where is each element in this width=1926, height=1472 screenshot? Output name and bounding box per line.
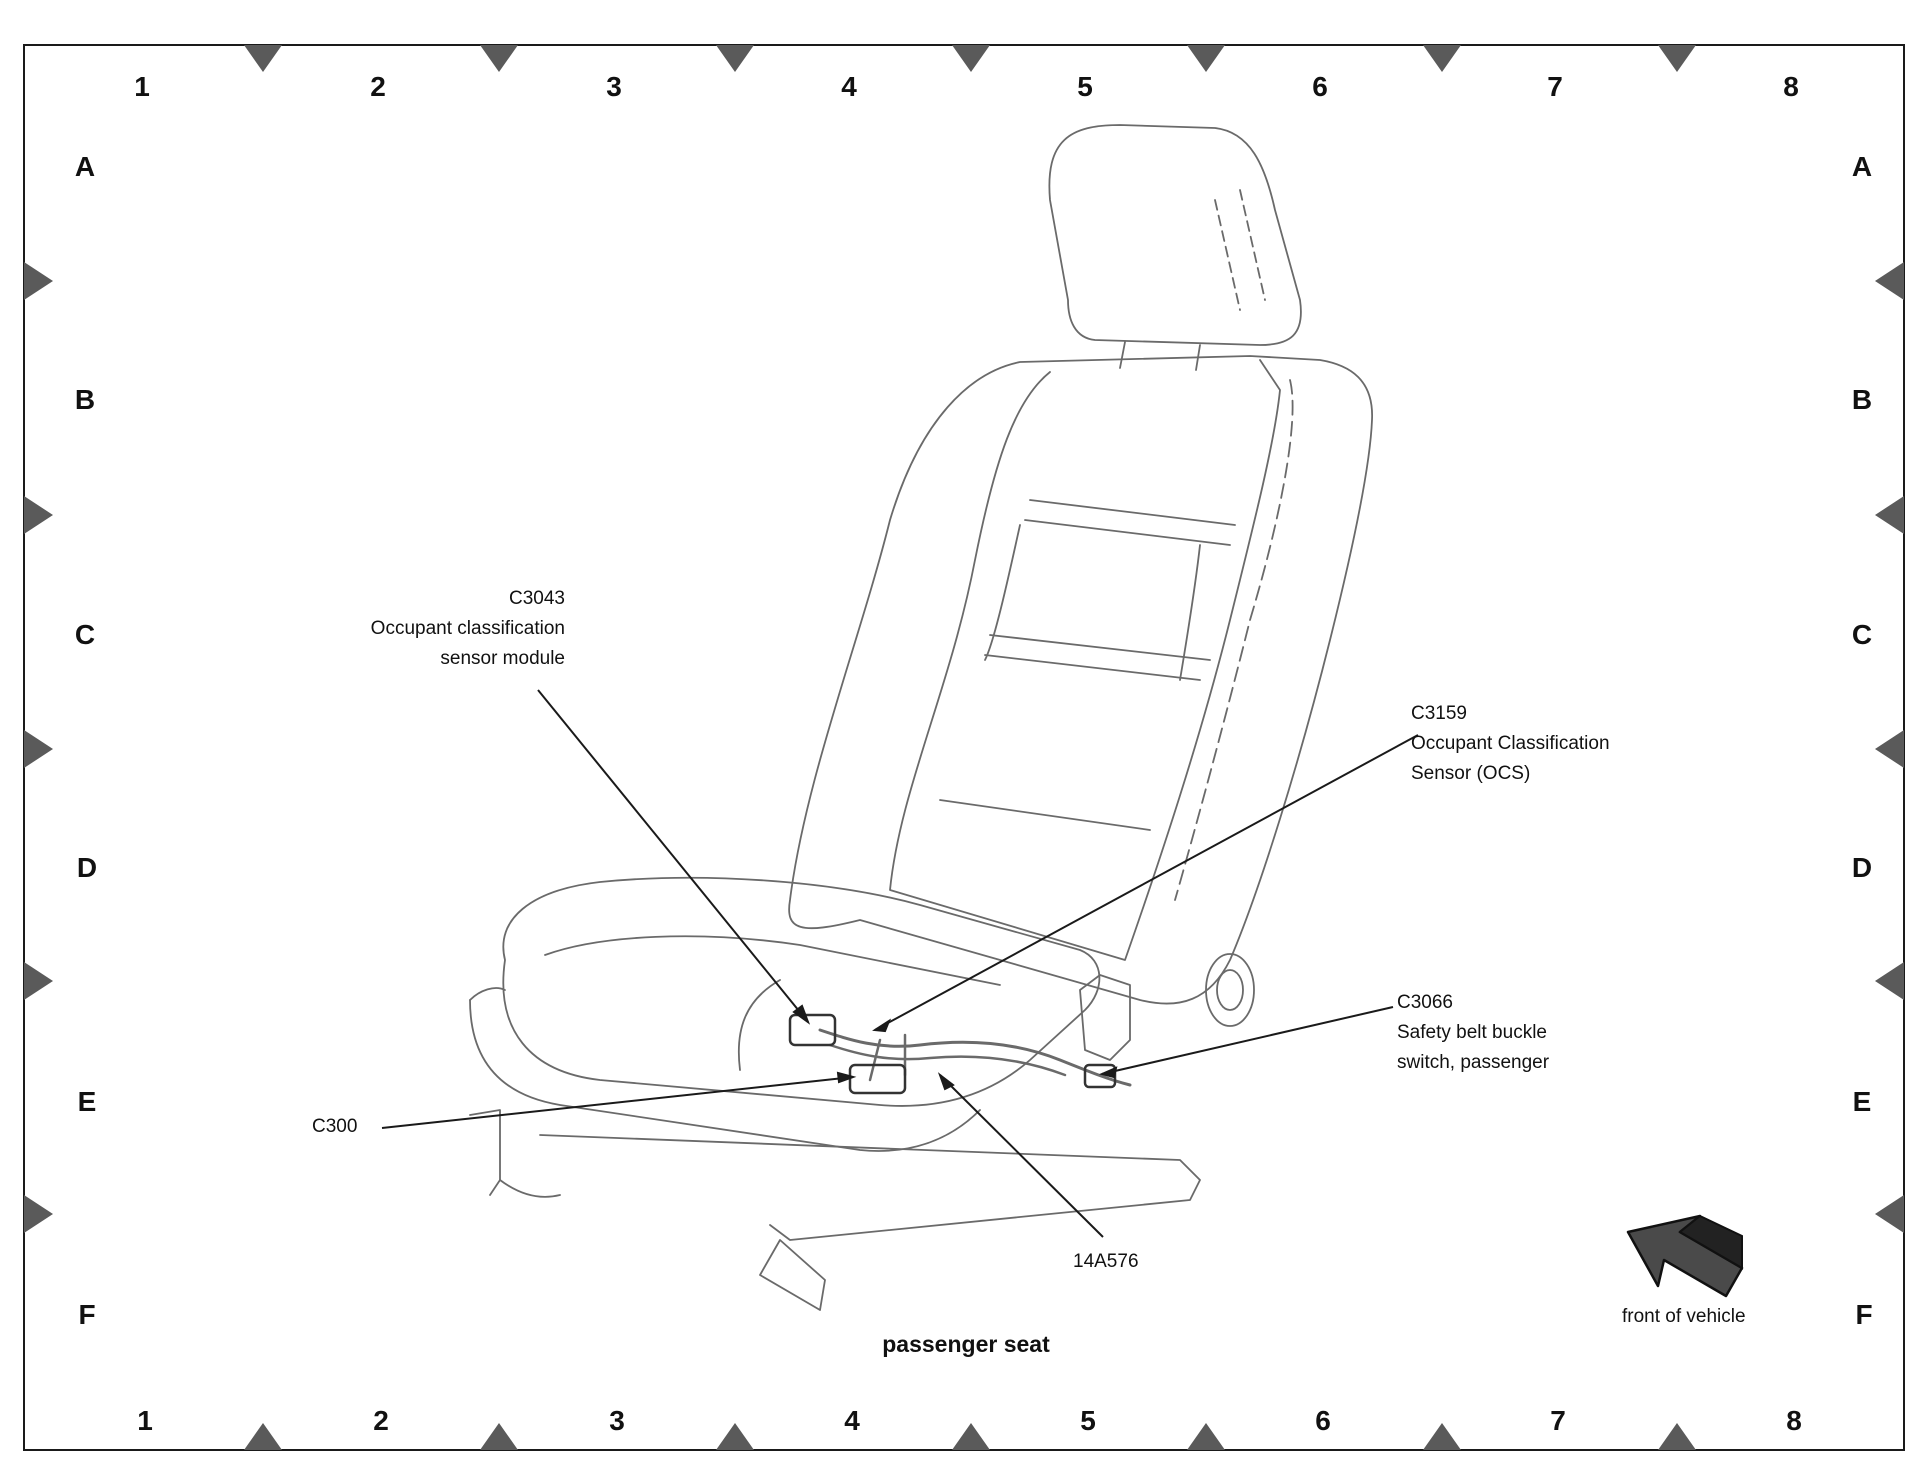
grid-column-label: 6 [1312,71,1328,102]
grid-marker-bottom [1658,1423,1696,1450]
grid-row-label: E [1852,1086,1872,1117]
grid-column-label: 5 [1080,1405,1096,1436]
grid-marker-bottom [244,1423,282,1450]
wiring-harness [818,1028,1132,1087]
grid-marker-right [1875,1195,1904,1233]
grid-marker-top [952,45,990,72]
callout-14a576: 14A576 [1073,1247,1139,1277]
connector-code: C3066 [1397,992,1453,1013]
leader-lines [381,689,1419,1238]
connector-c300 [848,1063,907,1095]
seat-cushion [502,876,1101,1107]
callout-c3043: C3043 Occupant classification sensor mod… [371,584,565,674]
leader-14a576 [939,1074,1104,1238]
callout-c3066: C3066 Safety belt buckle switch, passeng… [1397,988,1549,1078]
grid-marker-left [24,1195,53,1233]
grid-column-label: 7 [1547,71,1563,102]
grid-marker-left [24,730,53,768]
grid-column-label: 6 [1315,1405,1331,1436]
grid-column-label: 5 [1077,71,1093,102]
grid-marker-bottom [716,1423,754,1450]
grid-marker-left [24,496,53,534]
grid-marker-left [24,262,53,300]
seat-belt-buckle [1079,974,1131,1061]
grid-row-label: D [1851,852,1873,883]
grid-marker-bottom [480,1423,518,1450]
grid-row-label: C [74,619,96,650]
grid-marker-bottom [1187,1423,1225,1450]
connector-description: switch, passenger [1397,1052,1550,1073]
connector-code: C3159 [1411,703,1467,724]
grid-column-label: 1 [134,71,150,102]
grid-column-label: 2 [373,1405,389,1436]
recliner-knob [1205,953,1255,1027]
grid-row-label: F [78,1299,96,1330]
grid-column-label: 3 [609,1405,625,1436]
grid-marker-right [1875,496,1904,534]
diagram-caption: passenger seat [882,1331,1050,1357]
grid-marker-left [24,962,53,1000]
callout-c3159: C3159 Occupant Classification Sensor (OC… [1411,699,1610,789]
seat-track-foot [759,1239,826,1311]
grid-marker-right [1875,730,1904,768]
grid-row-label: E [77,1086,97,1117]
connector-description: Occupant classification [370,618,565,639]
grid-column-label: 8 [1783,71,1799,102]
grid-row-label: A [74,151,96,182]
grid-marker-right [1875,962,1904,1000]
grid-column-label: 7 [1550,1405,1566,1436]
front-of-vehicle-label: front of vehicle [1622,1306,1746,1327]
connector-code: C300 [312,1116,358,1137]
grid-row-label: B [74,384,96,415]
grid-column-label: 1 [137,1405,153,1436]
callout-c300: C300 [312,1112,357,1142]
grid-row-label: B [1851,384,1873,415]
leader-c3159 [874,734,1419,1031]
leader-c3043 [537,689,809,1023]
headrest [1048,124,1302,346]
grid-marker-bottom [1423,1423,1461,1450]
grid-column-label: 4 [841,71,857,102]
grid-column-label: 3 [606,71,622,102]
grid-marker-right [1875,262,1904,300]
grid-markers [24,45,1904,1450]
connector-c3043 [788,1013,837,1047]
grid-row-label: C [1851,619,1873,650]
grid-column-label: 2 [370,71,386,102]
connector-description: Sensor (OCS) [1411,763,1531,784]
grid-row-label: A [1851,151,1873,182]
connector-description: sensor module [440,648,565,669]
connector-code: C3043 [509,588,565,609]
grid-marker-top [480,45,518,72]
grid-marker-top [1187,45,1225,72]
connector-description: Occupant Classification [1411,733,1610,754]
leader-c300 [381,1076,854,1129]
leader-c3066 [1101,1006,1394,1075]
grid-column-label: 8 [1786,1405,1802,1436]
grid-marker-top [1658,45,1696,72]
passenger-seat-drawing [469,124,1373,1311]
connector-description: Safety belt buckle [1397,1022,1547,1043]
front-of-vehicle-arrow-icon [1626,1214,1744,1298]
seat-track-rail [539,1134,1201,1241]
grid-marker-top [1423,45,1461,72]
grid-marker-bottom [952,1423,990,1450]
grid-row-label: F [1855,1299,1873,1330]
backrest [788,355,1373,1005]
grid-marker-top [244,45,282,72]
diagram-border [23,44,1905,1451]
grid-column-label: 4 [844,1405,860,1436]
grid-marker-top [716,45,754,72]
harness-code: 14A576 [1073,1251,1139,1272]
grid-row-label: D [76,852,98,883]
